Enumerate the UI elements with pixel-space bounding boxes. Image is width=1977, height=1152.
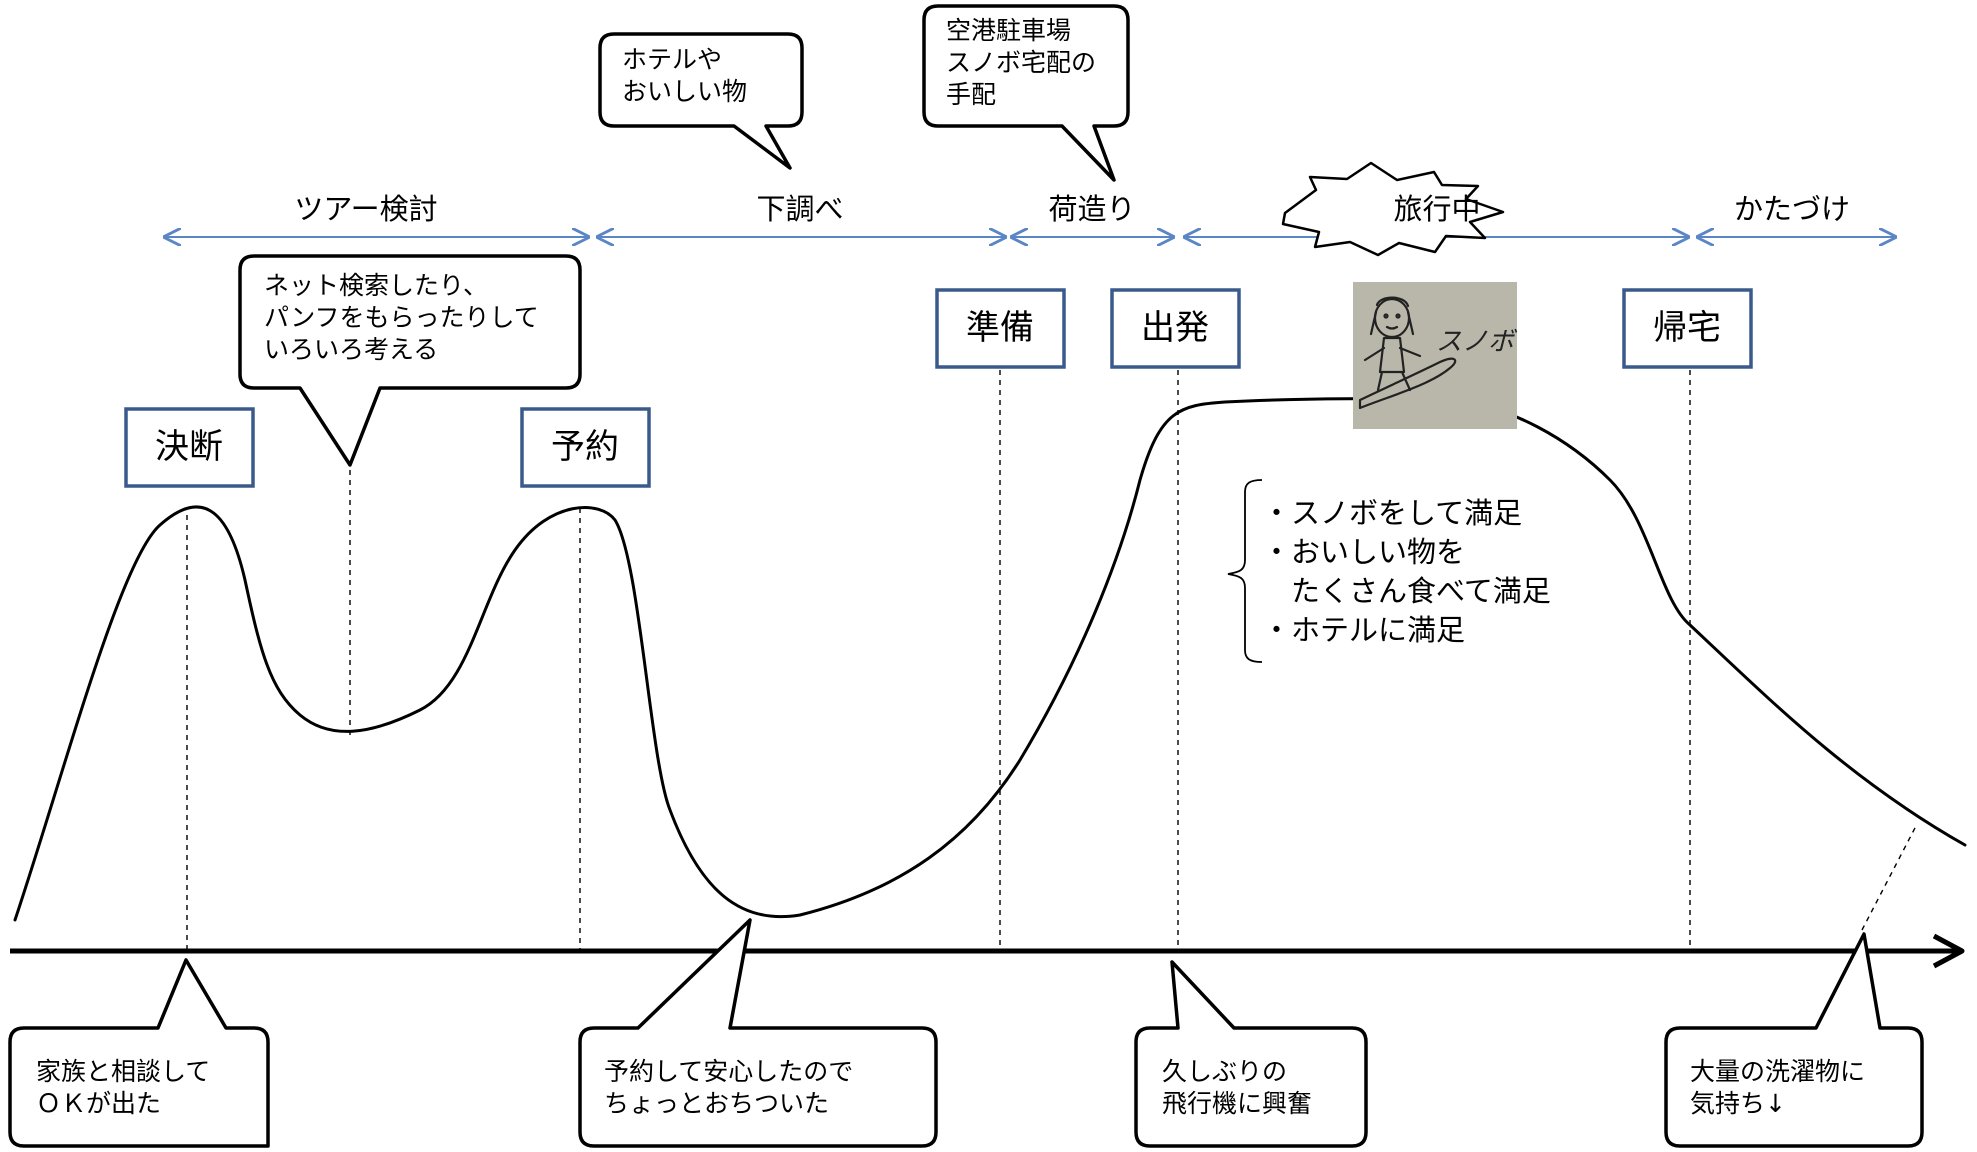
satisfaction-item-3: たくさん食べて満足 <box>1262 574 1551 608</box>
callout-hotel-line-1: ホテルや <box>622 45 722 74</box>
callout-laundry-line-1: 大量の洗濯物に <box>1690 1057 1865 1086</box>
callout-parking-bubble <box>922 4 1130 182</box>
milestone-label-prep: 準備 <box>966 308 1034 348</box>
callout-reserved-line-2: ちょっとおちついた <box>604 1089 829 1118</box>
phase-ruler: ツアー検討 下調べ 荷造り 旅行中 かたづけ <box>165 161 1895 257</box>
callout-parking-line-1: 空港駐車場 <box>946 16 1071 45</box>
callout-plane: 久しぶりの 飛行機に興奮 <box>1134 960 1368 1148</box>
callout-net-search-line-3: いろいろ考える <box>264 335 438 364</box>
callout-hotel-line-2: おいしい物 <box>622 77 747 106</box>
satisfaction-item-1: ・スノボをして満足 <box>1262 496 1522 530</box>
milestone-label-return: 帰宅 <box>1653 308 1721 348</box>
callout-reserved: 予約して安心したので ちょっとおちついた <box>578 918 938 1148</box>
milestone-box-return <box>1622 288 1753 369</box>
milestone-box-depart <box>1110 288 1241 369</box>
satisfaction-list: ・スノボをして満足 ・おいしい物を たくさん食べて満足 ・ホテルに満足 <box>1227 479 1551 663</box>
callout-parking-line-3: 手配 <box>946 80 996 109</box>
phase-label-cleanup: かたづけ <box>1734 192 1850 226</box>
callout-parking-line-2: スノボ宅配の <box>946 48 1096 77</box>
milestone-box-decision <box>124 407 255 488</box>
milestones: 決断 予約 準備 出発 帰宅 <box>124 288 1753 488</box>
milestone-box-reservation <box>520 407 651 488</box>
callout-net-search-line-1: ネット検索したり、 <box>264 271 488 300</box>
guide-lines <box>186 370 1917 951</box>
callout-laundry-bubble <box>1664 932 1924 1148</box>
callout-family-line-2: ＯＫが出た <box>36 1089 161 1118</box>
callout-laundry-line-2: 気持ち↓ <box>1690 1089 1786 1118</box>
phase-label-travel: 旅行中 <box>1393 192 1480 226</box>
satisfaction-brace <box>1227 479 1263 663</box>
callout-plane-bubble <box>1134 960 1368 1148</box>
callout-net-search-line-2: パンフをもらったりして <box>264 303 539 332</box>
callout-reserved-line-1: 予約して安心したので <box>604 1057 853 1086</box>
callout-laundry: 大量の洗濯物に 気持ち↓ <box>1664 932 1924 1148</box>
satisfaction-item-4: ・ホテルに満足 <box>1262 613 1465 647</box>
callout-reserved-bubble <box>578 918 938 1148</box>
callout-hotel: ホテルや おいしい物 <box>598 32 804 170</box>
time-axis <box>10 933 1965 969</box>
callout-plane-line-2: 飛行機に興奮 <box>1162 1089 1312 1118</box>
callout-net-search-bubble <box>238 254 582 467</box>
guide-laundry <box>1861 825 1917 931</box>
milestone-label-depart: 出発 <box>1141 308 1209 348</box>
snowboard-sketch: スノボ <box>1353 282 1518 429</box>
milestone-label-reservation: 予約 <box>551 427 619 467</box>
emotion-curve <box>13 397 1967 922</box>
callout-family-line-1: 家族と相談して <box>36 1057 210 1086</box>
callout-family: 家族と相談して ＯＫが出た <box>8 958 270 1148</box>
phase-label-tour: ツアー検討 <box>294 192 437 226</box>
callout-plane-line-1: 久しぶりの <box>1162 1057 1287 1086</box>
phase-label-research: 下調べ <box>756 192 843 226</box>
milestone-label-decision: 決断 <box>155 427 223 467</box>
phase-label-packing: 荷造り <box>1048 192 1135 226</box>
callout-family-bubble <box>8 958 270 1148</box>
sketch-caption: スノボ <box>1436 327 1518 357</box>
milestone-box-prep <box>935 288 1066 369</box>
callout-hotel-bubble <box>598 32 804 170</box>
satisfaction-item-2: ・おいしい物を <box>1262 535 1465 569</box>
callout-parking: 空港駐車場 スノボ宅配の 手配 <box>922 4 1130 182</box>
phase-star-burst <box>1281 161 1505 257</box>
callout-net-search: ネット検索したり、 パンフをもらったりして いろいろ考える <box>238 254 582 467</box>
